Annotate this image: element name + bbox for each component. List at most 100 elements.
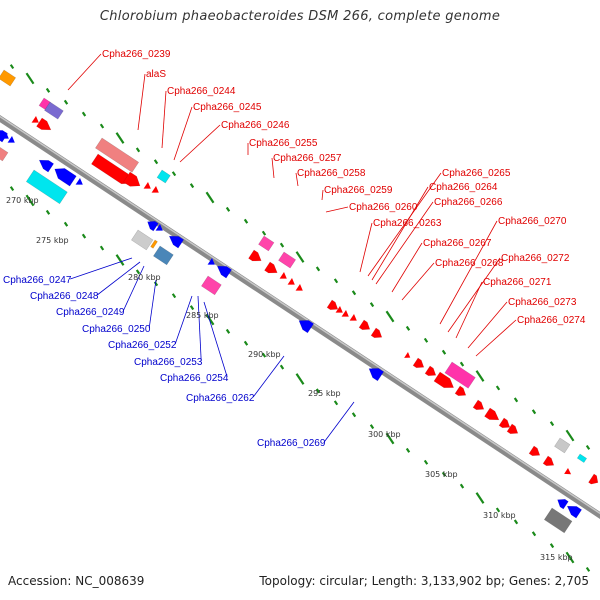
gene-label[interactable]: Cpha266_0250 xyxy=(82,324,151,335)
gene-label[interactable]: Cpha266_0269 xyxy=(257,438,326,449)
cds-forward[interactable] xyxy=(564,468,573,477)
gene-feature[interactable] xyxy=(0,145,9,162)
tick-mark xyxy=(495,507,501,513)
cds-forward[interactable] xyxy=(588,473,600,487)
gene-label[interactable]: Cpha266_0270 xyxy=(498,216,567,227)
cds-reverse[interactable] xyxy=(155,224,165,234)
gene-feature[interactable] xyxy=(153,245,174,266)
gene-label[interactable]: Cpha266_0272 xyxy=(501,253,570,264)
gene-label[interactable]: Cpha266_0260 xyxy=(349,202,418,213)
cds-forward[interactable] xyxy=(358,319,372,333)
cds-forward[interactable] xyxy=(349,314,359,324)
rrna-feature[interactable] xyxy=(258,235,275,252)
cds-forward[interactable] xyxy=(341,310,351,320)
cds-reverse[interactable] xyxy=(207,258,217,268)
cds-forward[interactable] xyxy=(123,171,143,191)
cds-forward[interactable] xyxy=(404,352,412,361)
rrna-feature[interactable] xyxy=(444,361,476,389)
cds-forward[interactable] xyxy=(151,186,161,196)
cds-forward[interactable] xyxy=(498,417,512,431)
gene-feature[interactable] xyxy=(0,69,17,87)
gene-label[interactable]: Cpha266_0273 xyxy=(508,297,577,308)
cds-forward[interactable] xyxy=(454,385,468,399)
gene-label[interactable]: Cpha266_0245 xyxy=(193,102,262,113)
cds-forward[interactable] xyxy=(287,278,297,288)
cds-forward[interactable] xyxy=(264,261,280,277)
tick-mark xyxy=(385,310,395,323)
trna-feature[interactable] xyxy=(576,453,588,463)
cds-reverse[interactable] xyxy=(564,502,583,519)
gene-label[interactable]: Cpha266_0252 xyxy=(108,340,177,351)
gene-label[interactable]: Cpha266_0255 xyxy=(249,138,318,149)
rrna-feature[interactable] xyxy=(278,251,297,269)
gene-feature[interactable] xyxy=(131,229,154,251)
gene-label[interactable]: Cpha266_0265 xyxy=(442,168,511,179)
rrna-feature[interactable] xyxy=(201,275,222,296)
gene-label[interactable]: Cpha266_0259 xyxy=(324,185,393,196)
cds-forward[interactable] xyxy=(472,399,486,413)
gene-label[interactable]: Cpha266_0249 xyxy=(56,307,125,318)
cds-forward[interactable] xyxy=(424,365,438,379)
gene-feature[interactable] xyxy=(95,137,140,173)
cds-forward[interactable] xyxy=(335,306,345,316)
gene-label[interactable]: Cpha266_0244 xyxy=(167,86,236,97)
gene-feature[interactable] xyxy=(543,507,573,534)
cds-forward[interactable] xyxy=(295,284,305,294)
gene-label[interactable]: Cpha266_0247 xyxy=(3,275,72,286)
gene-label[interactable]: Cpha266_0254 xyxy=(160,373,229,384)
cds-reverse[interactable] xyxy=(166,232,185,249)
cds-reverse[interactable] xyxy=(7,136,17,146)
cds-reverse[interactable] xyxy=(51,164,77,187)
leader-line xyxy=(439,220,498,325)
gene-label[interactable]: Cpha266_0248 xyxy=(30,291,99,302)
cds-forward[interactable] xyxy=(31,116,41,126)
cds-reverse[interactable] xyxy=(0,126,9,143)
gene-label[interactable]: Cpha266_0267 xyxy=(423,238,492,249)
gene-feature[interactable] xyxy=(44,101,64,120)
cds-forward[interactable] xyxy=(484,407,501,424)
tick-mark xyxy=(333,400,339,406)
cds-forward[interactable] xyxy=(326,299,340,313)
gene-label[interactable]: Cpha266_0257 xyxy=(273,153,342,164)
gene-label[interactable]: alaS xyxy=(146,69,166,80)
cds-forward[interactable] xyxy=(528,445,542,459)
cds-forward[interactable] xyxy=(412,357,426,371)
gene-feature[interactable] xyxy=(554,437,571,454)
cds-forward[interactable] xyxy=(143,182,153,192)
gene-label[interactable]: Cpha266_0239 xyxy=(102,49,171,60)
cds-forward[interactable] xyxy=(433,371,457,392)
cds-forward[interactable] xyxy=(279,272,289,282)
cds-reverse[interactable] xyxy=(75,178,85,188)
cds-forward[interactable] xyxy=(542,455,556,469)
gene-feature[interactable] xyxy=(150,239,158,249)
cds-reverse[interactable] xyxy=(366,364,385,382)
leader-line xyxy=(475,319,517,357)
cds-reverse[interactable] xyxy=(36,156,55,173)
cds-forward[interactable] xyxy=(370,327,384,341)
leader-line xyxy=(179,124,221,163)
cds-forward[interactable] xyxy=(248,249,264,265)
tick-mark xyxy=(99,245,105,251)
cds-reverse[interactable] xyxy=(555,496,569,510)
tick-mark xyxy=(385,432,395,445)
gene-label[interactable]: Cpha266_0253 xyxy=(134,357,203,368)
gene-label[interactable]: Cpha266_0264 xyxy=(429,182,498,193)
gene-label[interactable]: Cpha266_0246 xyxy=(221,120,290,131)
tick-mark xyxy=(405,325,411,331)
gene-label[interactable]: Cpha266_0258 xyxy=(297,168,366,179)
cds-forward[interactable] xyxy=(506,423,520,437)
tick-mark xyxy=(135,269,141,275)
cds-reverse[interactable] xyxy=(296,316,315,334)
cds-reverse[interactable] xyxy=(214,262,233,279)
gene-label[interactable]: Cpha266_0274 xyxy=(517,315,586,326)
gene-label[interactable]: Cpha266_0266 xyxy=(434,197,503,208)
cds-forward[interactable] xyxy=(36,117,53,134)
gene-label[interactable]: Cpha266_0263 xyxy=(373,218,442,229)
gene-label[interactable]: Cpha266_0262 xyxy=(186,393,255,404)
cds-reverse[interactable] xyxy=(1,132,11,142)
trna-feature[interactable] xyxy=(156,169,171,184)
gene-label[interactable]: Cpha266_0271 xyxy=(483,277,552,288)
trna-feature[interactable] xyxy=(25,169,68,205)
gene-label[interactable]: Cpha266_0268 xyxy=(435,258,504,269)
cds-reverse[interactable] xyxy=(145,218,159,232)
